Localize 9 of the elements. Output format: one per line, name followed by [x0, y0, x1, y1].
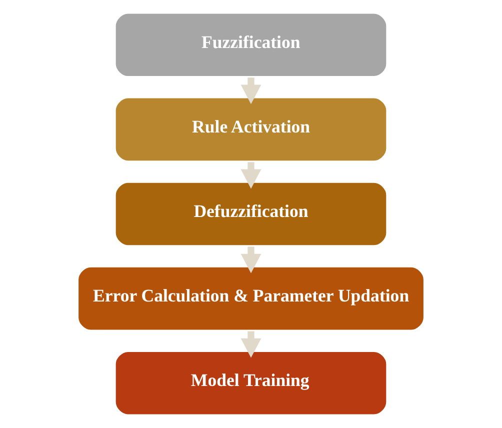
node-box: Fuzzification [114, 12, 388, 78]
arrow [240, 162, 262, 189]
arrow [240, 246, 262, 274]
node-box: Defuzzification [114, 180, 388, 248]
arrow [240, 78, 262, 104]
node-box: Rule Activation [114, 96, 388, 163]
arrow [240, 331, 262, 358]
node-box: Model Training [114, 350, 388, 416]
node-box: Error Calculation & Parameter Updation [76, 265, 426, 332]
